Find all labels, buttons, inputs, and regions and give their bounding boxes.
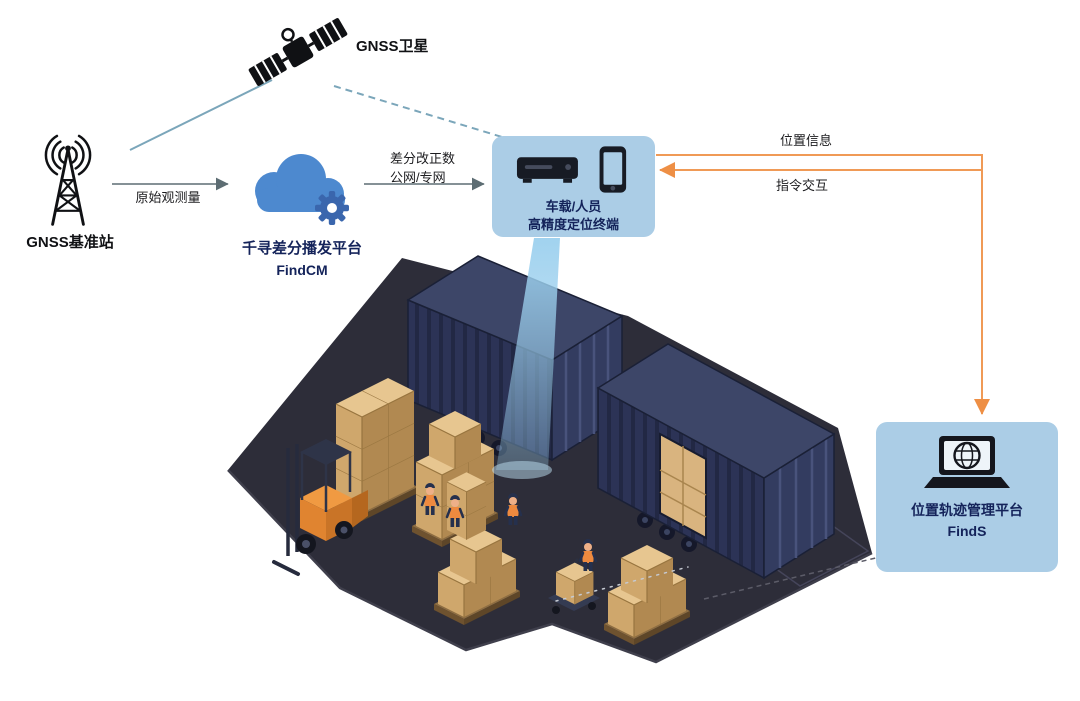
base-station-label: GNSS基准站: [26, 234, 114, 251]
phone-icon: [599, 146, 626, 193]
globe-icon: [953, 441, 981, 470]
platform-node-box: 位置轨迹管理平台 FindS: [876, 422, 1058, 572]
terminal-icons: [516, 146, 626, 193]
arrow-position-info: [656, 154, 990, 415]
platform-subtitle: FindS: [947, 523, 987, 539]
correction-label-block: 差分改正数 公网/专网: [390, 150, 455, 188]
cloud-gear-icon: [238, 144, 362, 234]
command-exchange-label: 指令交互: [775, 178, 828, 193]
pallet-c: [434, 525, 520, 625]
terminal-label-line1: 车载/人员: [545, 199, 602, 214]
link-satellite-to-base-line: [129, 79, 273, 151]
pallet-d: [604, 544, 690, 645]
correction-label-line2: 公网/专网: [390, 169, 446, 185]
pallet-jack-icon: [548, 558, 600, 614]
correction-label-line1: 差分改正数: [390, 151, 456, 166]
platform-title: 位置轨迹管理平台: [911, 502, 1023, 518]
laptop-globe-icon: [924, 436, 1010, 488]
satellite-icon: [246, 6, 350, 98]
terminal-node-box: 车载/人员 高精度定位终端: [492, 136, 655, 237]
terminal-label-line2: 高精度定位终端: [527, 216, 619, 232]
yard-ground: [228, 258, 872, 662]
shipping-container-2: [596, 343, 836, 580]
antenna-tower-icon: [16, 132, 120, 232]
position-info-label: 位置信息: [779, 133, 832, 148]
container-open-door-cargo: [659, 432, 707, 540]
cloud-label-block: 千寻差分播发平台 FindCM: [212, 238, 392, 280]
yard-dotted-lane: [555, 566, 689, 602]
link-yard-to-platform-dashed: [703, 555, 885, 600]
cloud-platform-title: 千寻差分播发平台: [241, 240, 362, 257]
cloud-platform-subtitle: FindCM: [276, 261, 328, 278]
satellite-label: GNSS卫星: [356, 38, 429, 55]
receiver-icon: [516, 157, 578, 183]
link-satellite-to-terminal-dashed-line: [333, 85, 513, 141]
forklift-icon: [272, 439, 368, 576]
gear-icon: [315, 191, 349, 225]
yard-ground-edge: [227, 469, 873, 664]
positioning-beam: [492, 238, 560, 479]
raw-observation-label: 原始观测量: [135, 190, 201, 205]
warehouse-yard-illustration: [227, 255, 873, 664]
